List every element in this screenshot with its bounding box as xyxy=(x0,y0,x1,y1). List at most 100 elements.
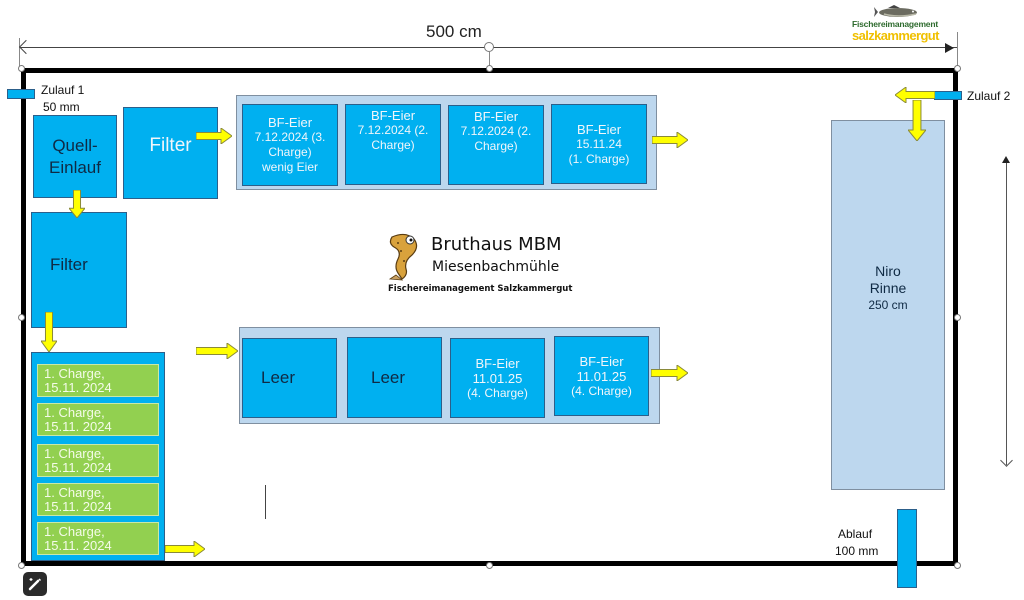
ablauf-label: Ablauf xyxy=(838,527,873,541)
charge-item[interactable]: 1. Charge,15.11. 2024 xyxy=(37,403,159,436)
dimension-arrow-down-icon xyxy=(1000,454,1013,467)
tray-bottom-cell-line: BF-Eier xyxy=(579,353,624,369)
tray-top-cell-line: Charge) xyxy=(371,138,415,152)
rotate-handle-stem xyxy=(489,52,490,67)
filter-left-box[interactable]: Filter xyxy=(31,212,127,328)
tray-top-cell-line: 7.12.2024 (2. xyxy=(460,124,532,138)
tray-bottom-cell-line: 11.01.25 xyxy=(576,368,627,384)
quell-einlauf-line2: Einlauf xyxy=(49,157,101,177)
zulauf1-pipe xyxy=(7,89,35,99)
tray-top-cell-line: 15.11.24 xyxy=(576,136,622,151)
niro-rinne-box[interactable]: Niro Rinne 250 cm xyxy=(831,120,945,490)
tray-top-cell-line: (1. Charge) xyxy=(568,151,630,166)
logo-subtitle: Miesenbachmühle xyxy=(432,259,560,275)
tray-top-cell-line: Charge) xyxy=(474,139,518,153)
dimension-arrow-left-icon xyxy=(18,39,34,55)
quell-einlauf-line1: Quell- xyxy=(52,135,98,155)
flow-arrow-filter-to-tray-icon xyxy=(196,128,232,144)
tray-top-cell-line: Charge) xyxy=(268,145,312,159)
charge-item[interactable]: 1. Charge,15.11. 2024 xyxy=(37,364,159,397)
ablauf-pipe xyxy=(897,509,917,588)
brand-fish-icon xyxy=(874,4,922,25)
brand-name-line2: salzkammergut xyxy=(852,28,939,43)
tray-top-cell-line: BF-Eier xyxy=(576,121,622,137)
tray-bottom-cell[interactable]: Leer xyxy=(242,338,337,418)
charge-item-line1: 1. Charge, xyxy=(44,524,105,539)
flow-arrow-zulauf2-down-icon xyxy=(908,100,926,141)
rotate-handle[interactable] xyxy=(484,42,494,52)
flow-arrow-filter-to-charges-icon xyxy=(41,312,57,352)
filter-top-label: Filter xyxy=(149,135,192,156)
tray-top-cell-line: BF-Eier xyxy=(473,109,519,124)
tray-bottom-cell-line: 11.01.25 xyxy=(472,370,523,386)
tray-top-cell-line: wenig Eier xyxy=(261,160,319,174)
resize-handle-bottom-right[interactable] xyxy=(954,562,961,569)
tray-bottom-cell-line: Leer xyxy=(261,368,296,387)
magic-wand-icon xyxy=(28,578,42,591)
niro-length: 250 cm xyxy=(868,297,908,312)
zulauf2-pipe xyxy=(934,91,962,100)
resize-handle-bottom-left[interactable] xyxy=(18,562,25,569)
charge-item-line2: 15.11. 2024 xyxy=(44,460,112,475)
charge-item-line2: 15.11. 2024 xyxy=(44,380,112,395)
flow-arrow-into-tray-bottom-icon xyxy=(196,343,238,359)
charge-item[interactable]: 1. Charge,15.11. 2024 xyxy=(37,444,159,477)
tray-bottom-cell-line: Leer xyxy=(371,367,406,387)
niro-line2: Rinne xyxy=(869,279,907,296)
logo-organization: Fischereimanagement Salzkammergut xyxy=(388,284,573,294)
designer-button[interactable] xyxy=(23,572,47,596)
quell-einlauf-box[interactable]: Quell- Einlauf xyxy=(33,115,117,198)
tray-bottom-cell-line: (4. Charge) xyxy=(467,385,528,400)
flow-arrow-charges-out-icon xyxy=(165,541,205,557)
flow-arrow-zulauf2-icon xyxy=(895,87,935,103)
zulauf1-size: 50 mm xyxy=(43,100,80,114)
niro-line1: Niro xyxy=(875,262,901,279)
charge-item-line2: 15.11. 2024 xyxy=(44,538,112,553)
tray-top-cell-line: 7.12.2024 (3. xyxy=(254,130,326,144)
resize-handle-right[interactable] xyxy=(954,314,961,321)
brand-name-line1: Fischereimanagement xyxy=(852,19,938,29)
dimension-tick-right xyxy=(957,32,958,68)
flow-arrow-tray-bottom-out-icon xyxy=(651,365,688,381)
charge-item-line1: 1. Charge, xyxy=(44,405,105,420)
dimension-arrow-up-icon xyxy=(1002,156,1010,163)
charge-item[interactable]: 1. Charge,15.11. 2024 xyxy=(37,522,159,555)
tray-top-cell-line: 7.12.2024 (2. xyxy=(357,123,429,137)
charge-item[interactable]: 1. Charge,15.11. 2024 xyxy=(37,483,159,516)
resize-handle-top-left[interactable] xyxy=(18,65,25,72)
tray-bottom-cell[interactable]: Leer xyxy=(347,337,442,418)
dimension-arrow-right-icon xyxy=(945,43,954,53)
ablauf-size: 100 mm xyxy=(835,544,879,558)
resize-handle-left[interactable] xyxy=(18,314,25,321)
zulauf1-label: Zulauf 1 xyxy=(41,83,85,97)
filter-left-label: Filter xyxy=(50,255,88,274)
dimension-tick-left xyxy=(19,38,20,66)
text-cursor xyxy=(265,485,266,519)
logo-title: Bruthaus MBM xyxy=(431,234,562,255)
flow-arrow-tray-top-out-icon xyxy=(652,132,688,148)
tray-top-cell-line: BF-Eier xyxy=(267,115,313,130)
zulauf2-label: Zulauf 2 xyxy=(967,89,1011,103)
charge-item-line1: 1. Charge, xyxy=(44,366,105,381)
resize-handle-top[interactable] xyxy=(486,65,493,72)
tray-bottom-cell-line: BF-Eier xyxy=(475,355,520,371)
flow-arrow-quell-to-filter-icon xyxy=(69,190,85,218)
resize-handle-top-right[interactable] xyxy=(954,65,961,72)
trout-mascot-icon xyxy=(384,231,428,286)
resize-handle-bottom[interactable] xyxy=(486,562,493,569)
charge-item-line2: 15.11. 2024 xyxy=(44,499,112,514)
tray-top-cell-line: BF-Eier xyxy=(370,108,416,123)
tray-bottom-cell-line: (4. Charge) xyxy=(571,383,632,398)
length-dimension-line xyxy=(1006,160,1007,465)
width-dimension-label: 500 cm xyxy=(426,22,482,41)
filter-top-box[interactable]: Filter xyxy=(123,107,218,199)
charge-item-line1: 1. Charge, xyxy=(44,446,105,461)
charge-item-line2: 15.11. 2024 xyxy=(44,419,112,434)
charge-item-line1: 1. Charge, xyxy=(44,485,105,500)
